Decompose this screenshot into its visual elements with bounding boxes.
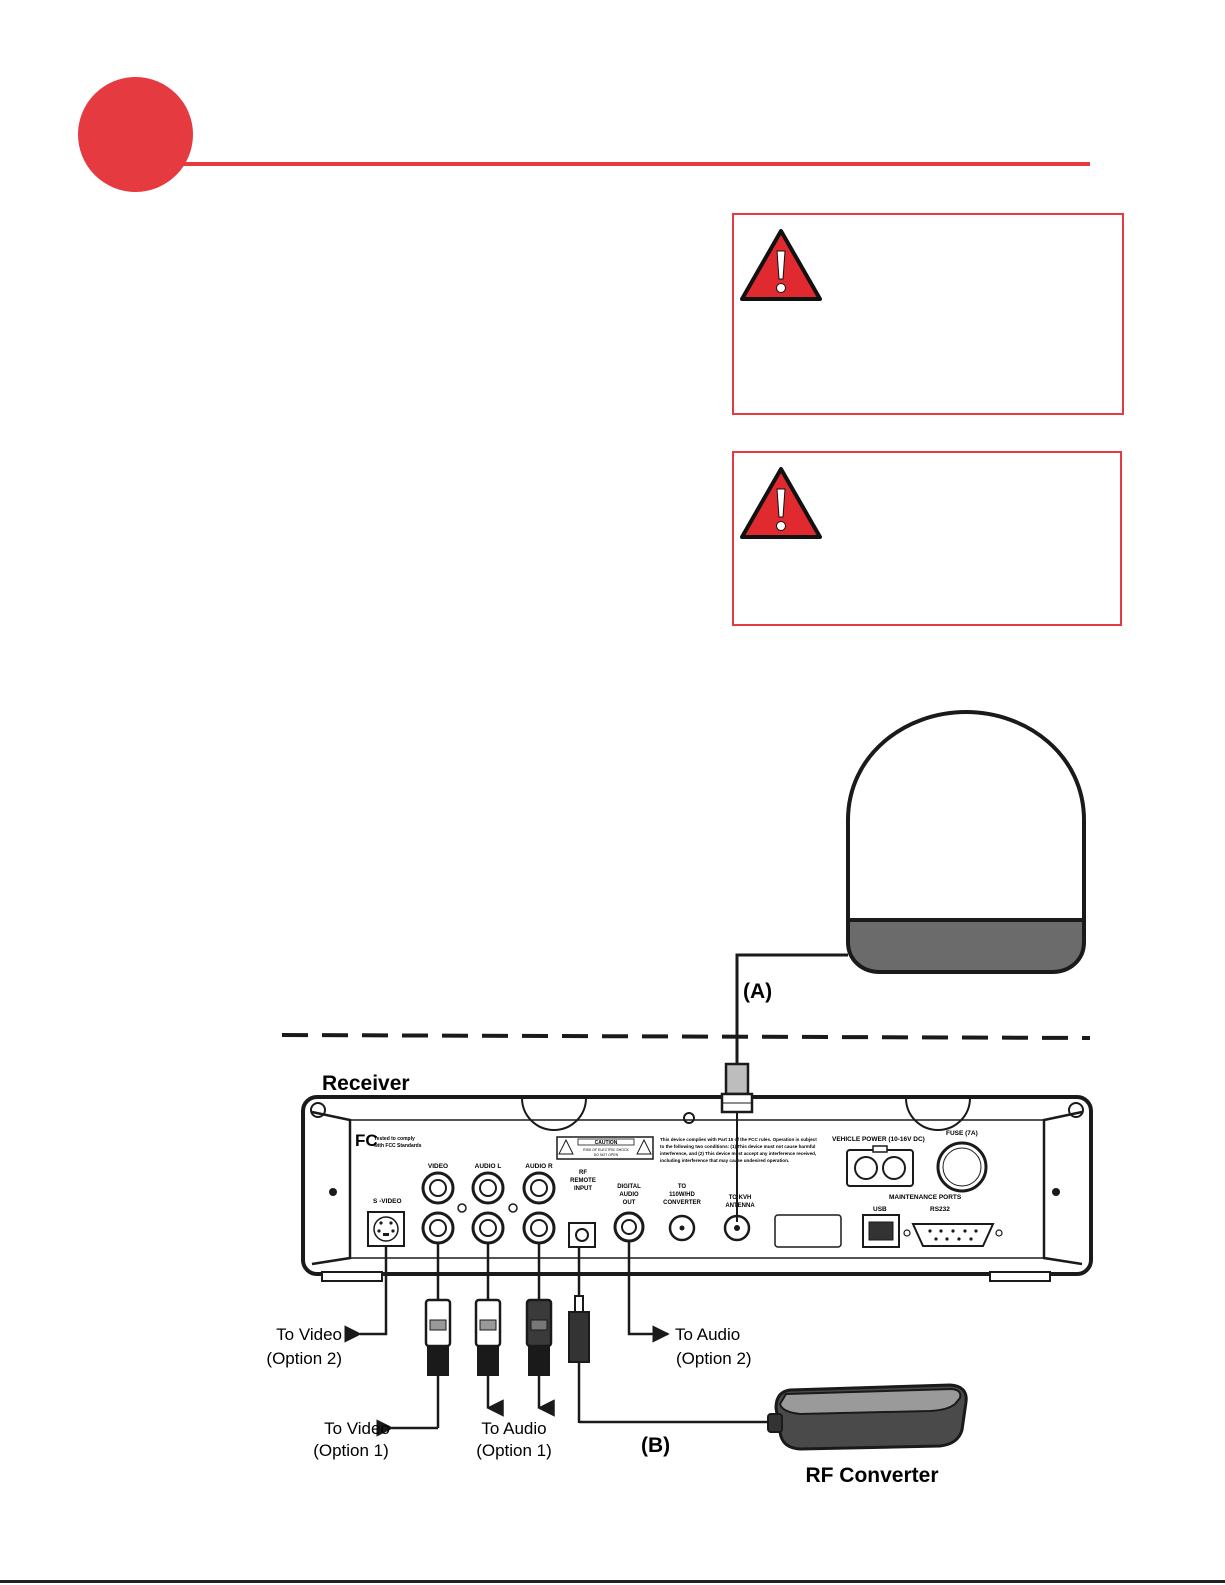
rca-plug-video [424, 1243, 452, 1428]
to-audio-option-2-line-1: To Audio [675, 1325, 740, 1344]
rf-remote-label-1: RF [579, 1170, 587, 1176]
digital-audio-out-port [613, 1211, 645, 1243]
video-label: VIDEO [428, 1163, 448, 1170]
antenna-port-label-1: TO KVH [729, 1195, 752, 1201]
cable-a [735, 953, 848, 1065]
fcc-compliance-line-1: Tested to comply [374, 1136, 415, 1142]
audio-r-label: AUDIO R [525, 1163, 553, 1170]
fuse-label: FUSE (7A) [946, 1130, 978, 1137]
caution-title: CAUTION [595, 1140, 618, 1146]
antenna-dome [846, 709, 1086, 974]
usb-port [862, 1214, 900, 1248]
fcc-logo: FC [355, 1131, 378, 1150]
rf-remote-label-3: INPUT [574, 1186, 592, 1192]
connection-diagram: (A) Receiver FC Tested to comply with FC… [266, 709, 1093, 1487]
rs232-label: RS232 [930, 1206, 950, 1213]
converter-label-1: TO [678, 1184, 687, 1190]
s-video-cable [344, 1246, 388, 1343]
rca-plug-audio-right [525, 1243, 555, 1417]
maintenance-ports-label: MAINTENANCE PORTS [889, 1194, 962, 1201]
antenna-port-label-2: ANTENNA [725, 1203, 755, 1209]
caution-triangle-icon [636, 1138, 652, 1155]
rf-mini-plug [568, 1247, 590, 1423]
digital-audio-cable [627, 1241, 670, 1343]
rf-converter-label: RF Converter [805, 1464, 938, 1487]
blank-plate [774, 1214, 842, 1248]
cable-b-label: (B) [641, 1434, 670, 1457]
caution-line-2: DO NOT OPEN [594, 1153, 619, 1157]
s-video-port [367, 1211, 405, 1247]
rf-remote-label-2: REMOTE [570, 1178, 596, 1184]
rca-plug-audio-left [474, 1243, 504, 1417]
digital-audio-label-3: OUT [623, 1200, 636, 1206]
power-connector [846, 1145, 914, 1187]
footer-rule [0, 1580, 1225, 1583]
fcc-notice-line-3: interference, and (2) This device must a… [660, 1151, 816, 1156]
converter-label-3: CONVERTER [663, 1200, 701, 1206]
warning-box-2 [732, 451, 1122, 626]
caution-line-1: RISK OF ELECTRIC SHOCK [583, 1148, 629, 1152]
fcc-compliance-line-2: with FCC Standards [373, 1143, 422, 1149]
receiver-label: Receiver [322, 1072, 410, 1095]
to-audio-option-2-line-2: (Option 2) [676, 1349, 752, 1368]
digital-audio-label-1: DIGITAL [617, 1184, 641, 1190]
converter-label-2: 110W/HD [669, 1192, 695, 1198]
caution-triangle-icon [558, 1138, 574, 1155]
f-connector [720, 1062, 754, 1222]
rf-converter-device [767, 1383, 968, 1451]
header-rule [150, 162, 1090, 166]
audio-l-label: AUDIO L [475, 1163, 502, 1170]
warning-box-1 [732, 213, 1124, 415]
vehicle-power-label: VEHICLE POWER (10-16V DC) [832, 1136, 925, 1143]
to-video-option-1-line-2: (Option 1) [313, 1441, 389, 1460]
rs232-port [903, 1223, 1003, 1247]
warning-triangle-icon [740, 229, 822, 301]
warning-triangle-icon [740, 467, 822, 539]
dashed-divider [281, 1033, 1091, 1040]
s-video-label: S -VIDEO [373, 1198, 402, 1205]
to-video-option-1-line-1: To Video [324, 1419, 390, 1438]
cable-a-label: (A) [743, 980, 772, 1003]
caution-label [556, 1136, 654, 1160]
usb-label: USB [873, 1206, 887, 1213]
receiver-unit: FC Tested to comply with FCC Standards C… [301, 1095, 1093, 1282]
converter-port [668, 1214, 696, 1242]
fcc-notice-line-1: This device complies with Part 15 of the… [660, 1137, 817, 1142]
to-video-option-2-line-2: (Option 2) [266, 1349, 342, 1368]
rf-remote-input-port [568, 1222, 596, 1248]
fcc-notice-line-4: including interference that may cause un… [660, 1158, 789, 1163]
section-marker-circle [78, 77, 193, 192]
to-video-option-2-line-1: To Video [276, 1325, 342, 1344]
to-audio-option-1-line-1: To Audio [481, 1419, 546, 1438]
to-audio-option-1-line-2: (Option 1) [476, 1441, 552, 1460]
fuse-holder [936, 1141, 988, 1193]
digital-audio-label-2: AUDIO [619, 1192, 639, 1198]
